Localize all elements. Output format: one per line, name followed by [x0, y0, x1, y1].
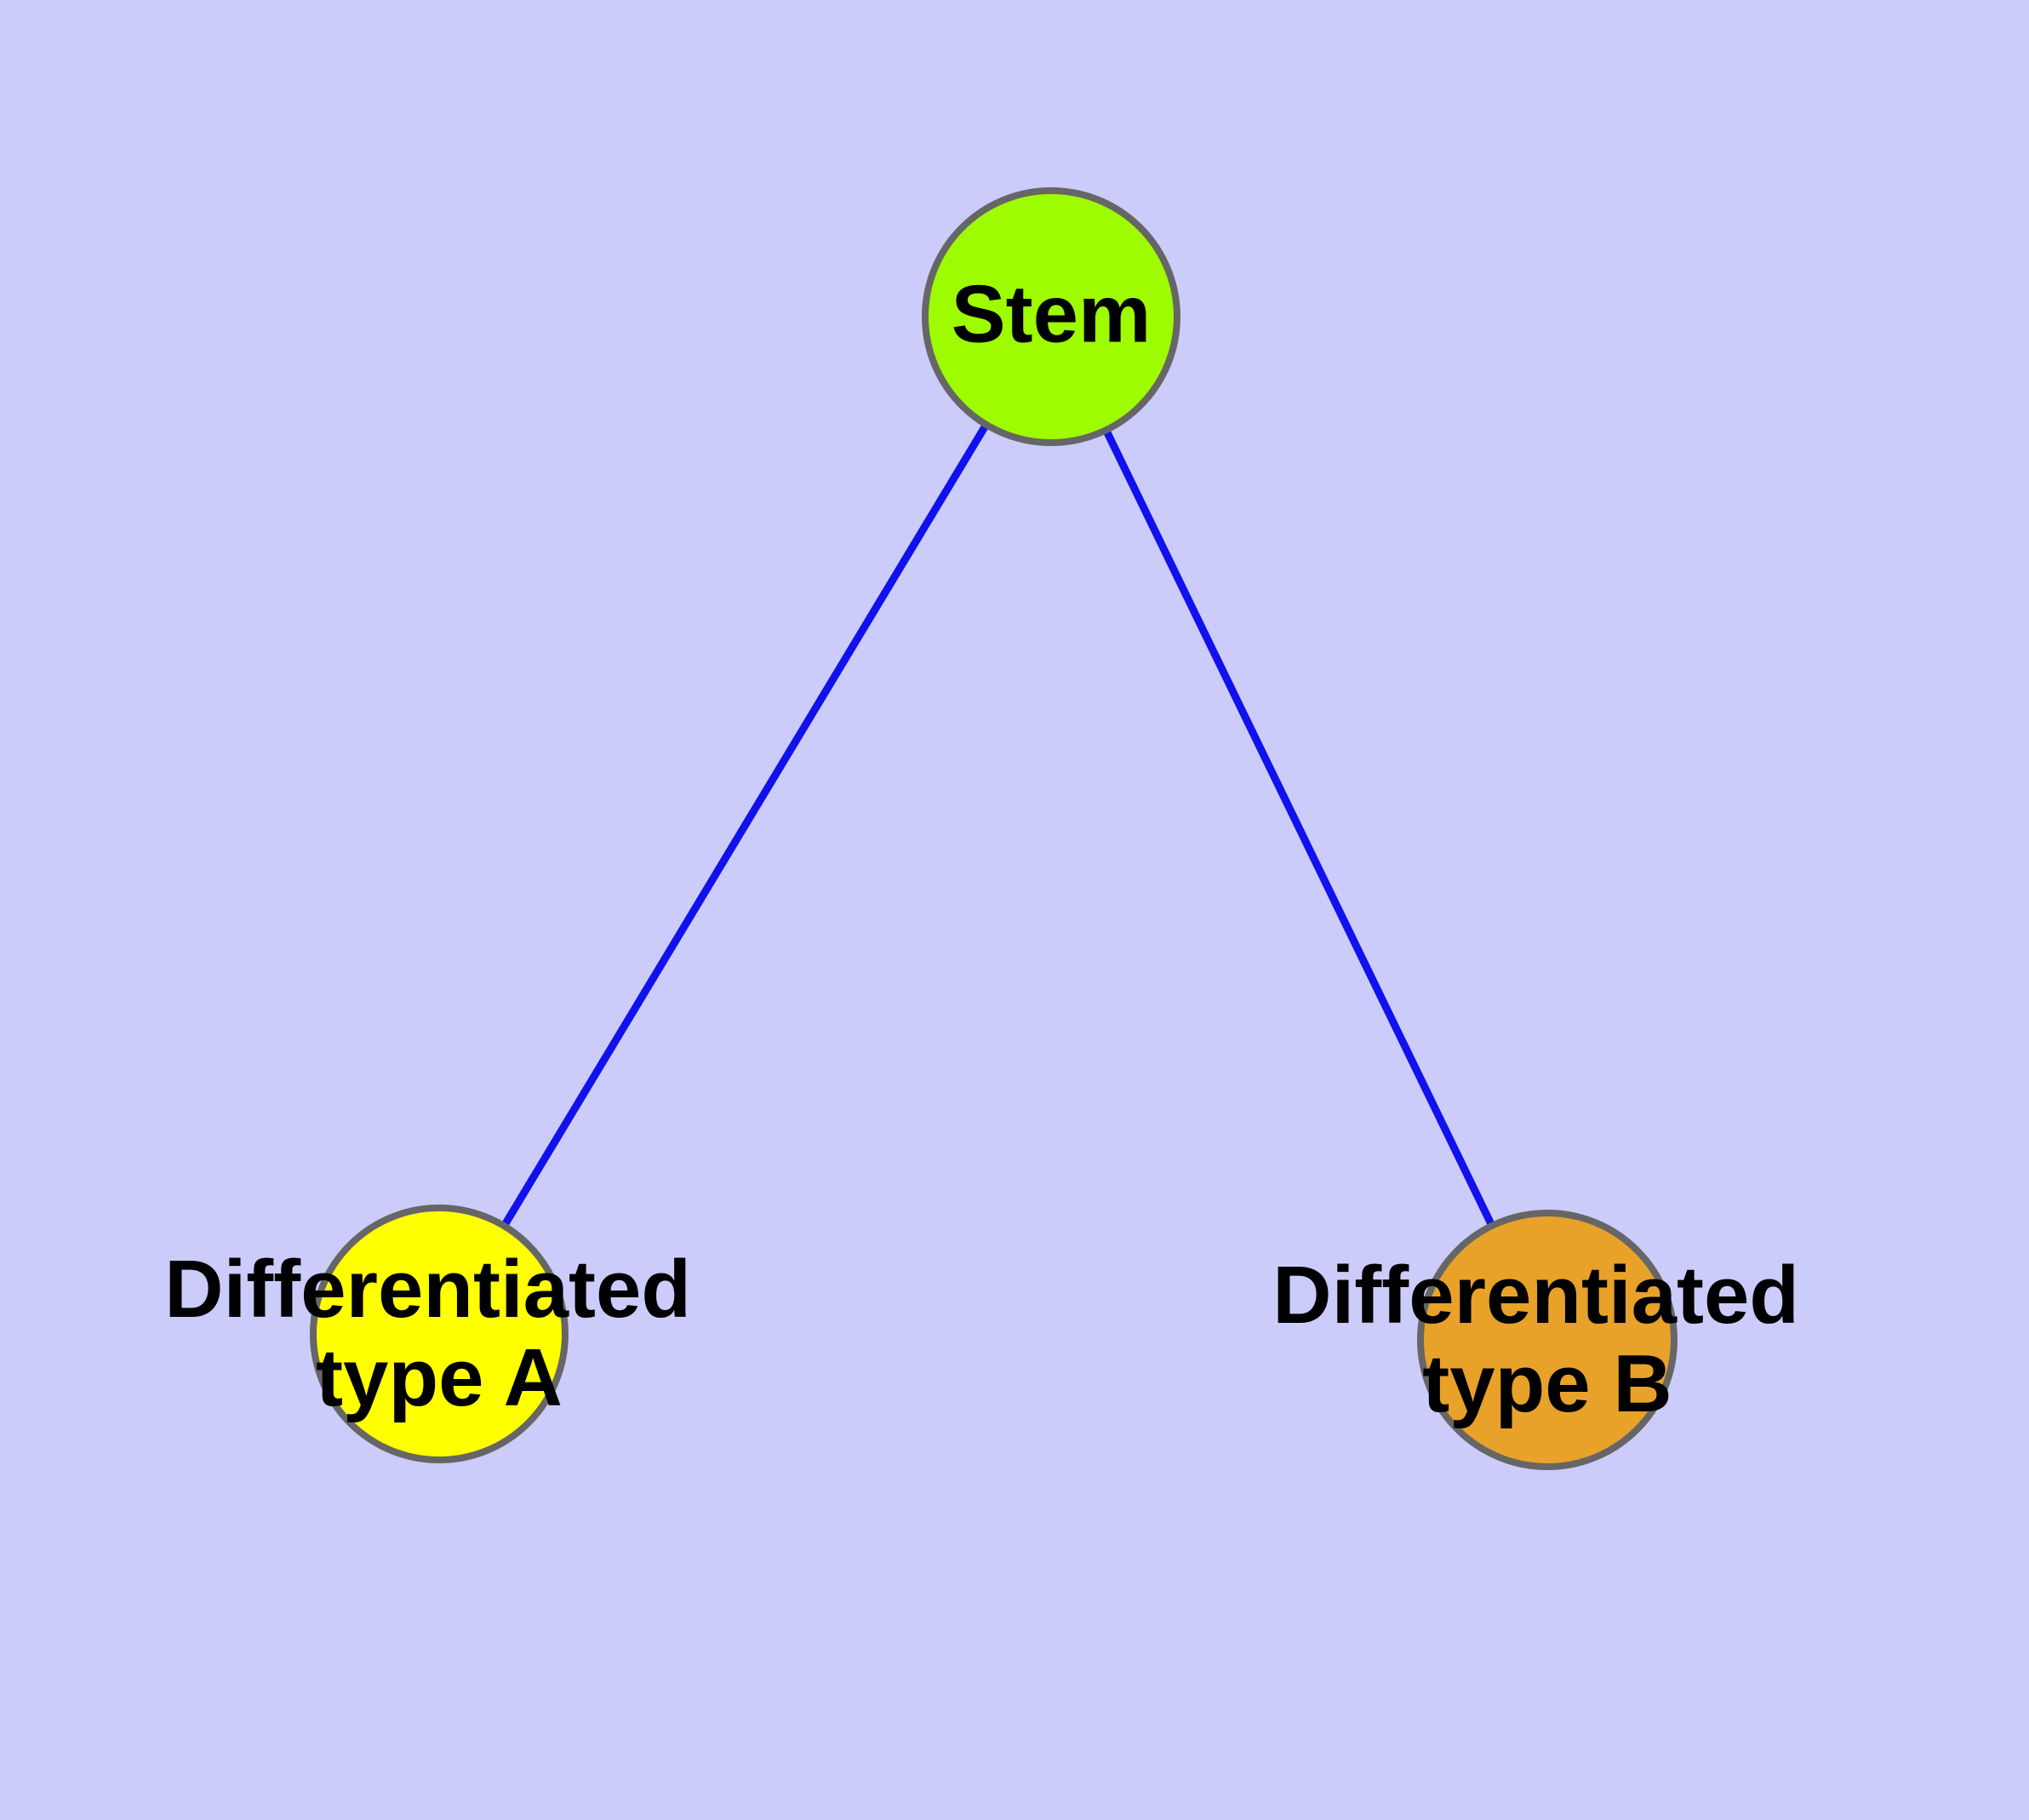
node-layer: Stem	[310, 187, 1677, 1470]
node-label-differentiated-type-b: Differentiated type B	[1272, 1250, 1821, 1429]
overlay-label-layer: Differentiated type A Differentiated typ…	[164, 1244, 1821, 1429]
node-label-b-line-2: type B	[1422, 1338, 1672, 1429]
node-label-b-line-1: Differentiated	[1272, 1250, 1799, 1341]
node-label-a-line-1: Differentiated	[164, 1244, 691, 1335]
node-label-a-line-2: type A	[316, 1332, 563, 1423]
node-stem[interactable]: Stem	[922, 187, 1180, 446]
edge-stem-to-differentiated-type-a[interactable]	[436, 314, 1055, 1336]
node-label-stem: Stem	[952, 268, 1152, 359]
edge-stem-to-differentiated-type-b[interactable]	[1047, 315, 1552, 1342]
edge-layer	[436, 314, 1552, 1342]
node-circle-differentiated-type-a[interactable]	[310, 1205, 569, 1463]
node-differentiated-type-b[interactable]	[1417, 1210, 1677, 1470]
node-label-differentiated-type-a: Differentiated type A	[164, 1244, 713, 1423]
node-differentiated-type-a[interactable]	[310, 1205, 569, 1463]
node-circle-differentiated-type-b[interactable]	[1417, 1210, 1677, 1470]
node-circle-stem[interactable]	[922, 187, 1180, 446]
